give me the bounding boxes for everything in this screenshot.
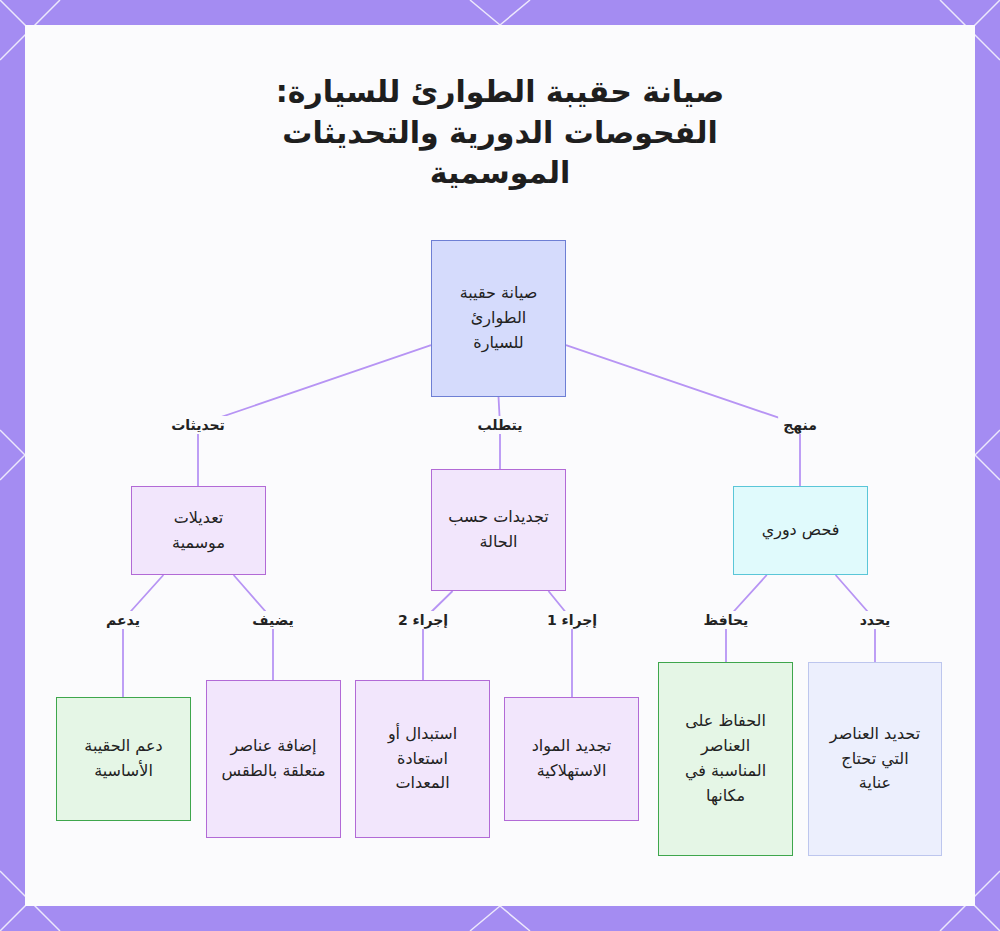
edge-label: تحديثات <box>166 416 230 434</box>
edge-label: يحدد <box>855 611 896 629</box>
leaf-box: الحفاظ على العناصر المناسبة في مكانها <box>658 662 793 856</box>
leaf-box: دعم الحقيبة الأساسية <box>56 697 191 821</box>
content-panel <box>25 25 975 906</box>
diagram-title: صيانة حقيبة الطوارئ للسيارة: الفحوصات ال… <box>250 72 750 194</box>
edge-label: إجراء 2 <box>393 611 453 629</box>
connector-line <box>566 345 800 486</box>
connector-line <box>423 591 453 680</box>
leaf-box: تحديد العناصر التي تحتاج عناية <box>808 662 942 856</box>
node-text: صيانة حقيبة الطوارئ للسيارة <box>446 281 551 355</box>
method-box: فحص دوري <box>733 486 868 575</box>
node-text: تحديد العناصر التي تحتاج عناية <box>823 722 927 796</box>
root-box: صيانة حقيبة الطوارئ للسيارة <box>431 240 566 397</box>
connector-line <box>548 591 572 697</box>
node-text: استبدال أو استعادة المعدات <box>370 722 475 796</box>
connector-line <box>198 345 431 486</box>
process-box: تعديلات موسمية <box>131 486 266 575</box>
edge-label: يحافظ <box>699 611 754 629</box>
node-text: إضافة عناصر متعلقة بالطقس <box>221 734 326 784</box>
edge-label: يدعم <box>101 611 145 629</box>
node-text: تجديدات حسب الحالة <box>446 505 551 555</box>
node-text: فحص دوري <box>762 518 840 543</box>
leaf-box: إضافة عناصر متعلقة بالطقس <box>206 680 341 838</box>
node-text: تجديد المواد الاستهلاكية <box>519 734 624 784</box>
node-text: دعم الحقيبة الأساسية <box>71 734 176 784</box>
node-text: الحفاظ على العناصر المناسبة في مكانها <box>673 709 778 808</box>
edge-label: منهج <box>778 416 822 434</box>
edge-label: يتطلب <box>472 416 527 434</box>
process-box: تجديدات حسب الحالة <box>431 469 566 591</box>
leaf-box: تجديد المواد الاستهلاكية <box>504 697 639 821</box>
node-text: تعديلات موسمية <box>146 506 251 556</box>
leaf-box: استبدال أو استعادة المعدات <box>355 680 490 838</box>
connector-line <box>123 575 163 697</box>
edge-label: يضيف <box>247 611 298 629</box>
edge-label: إجراء 1 <box>542 611 602 629</box>
